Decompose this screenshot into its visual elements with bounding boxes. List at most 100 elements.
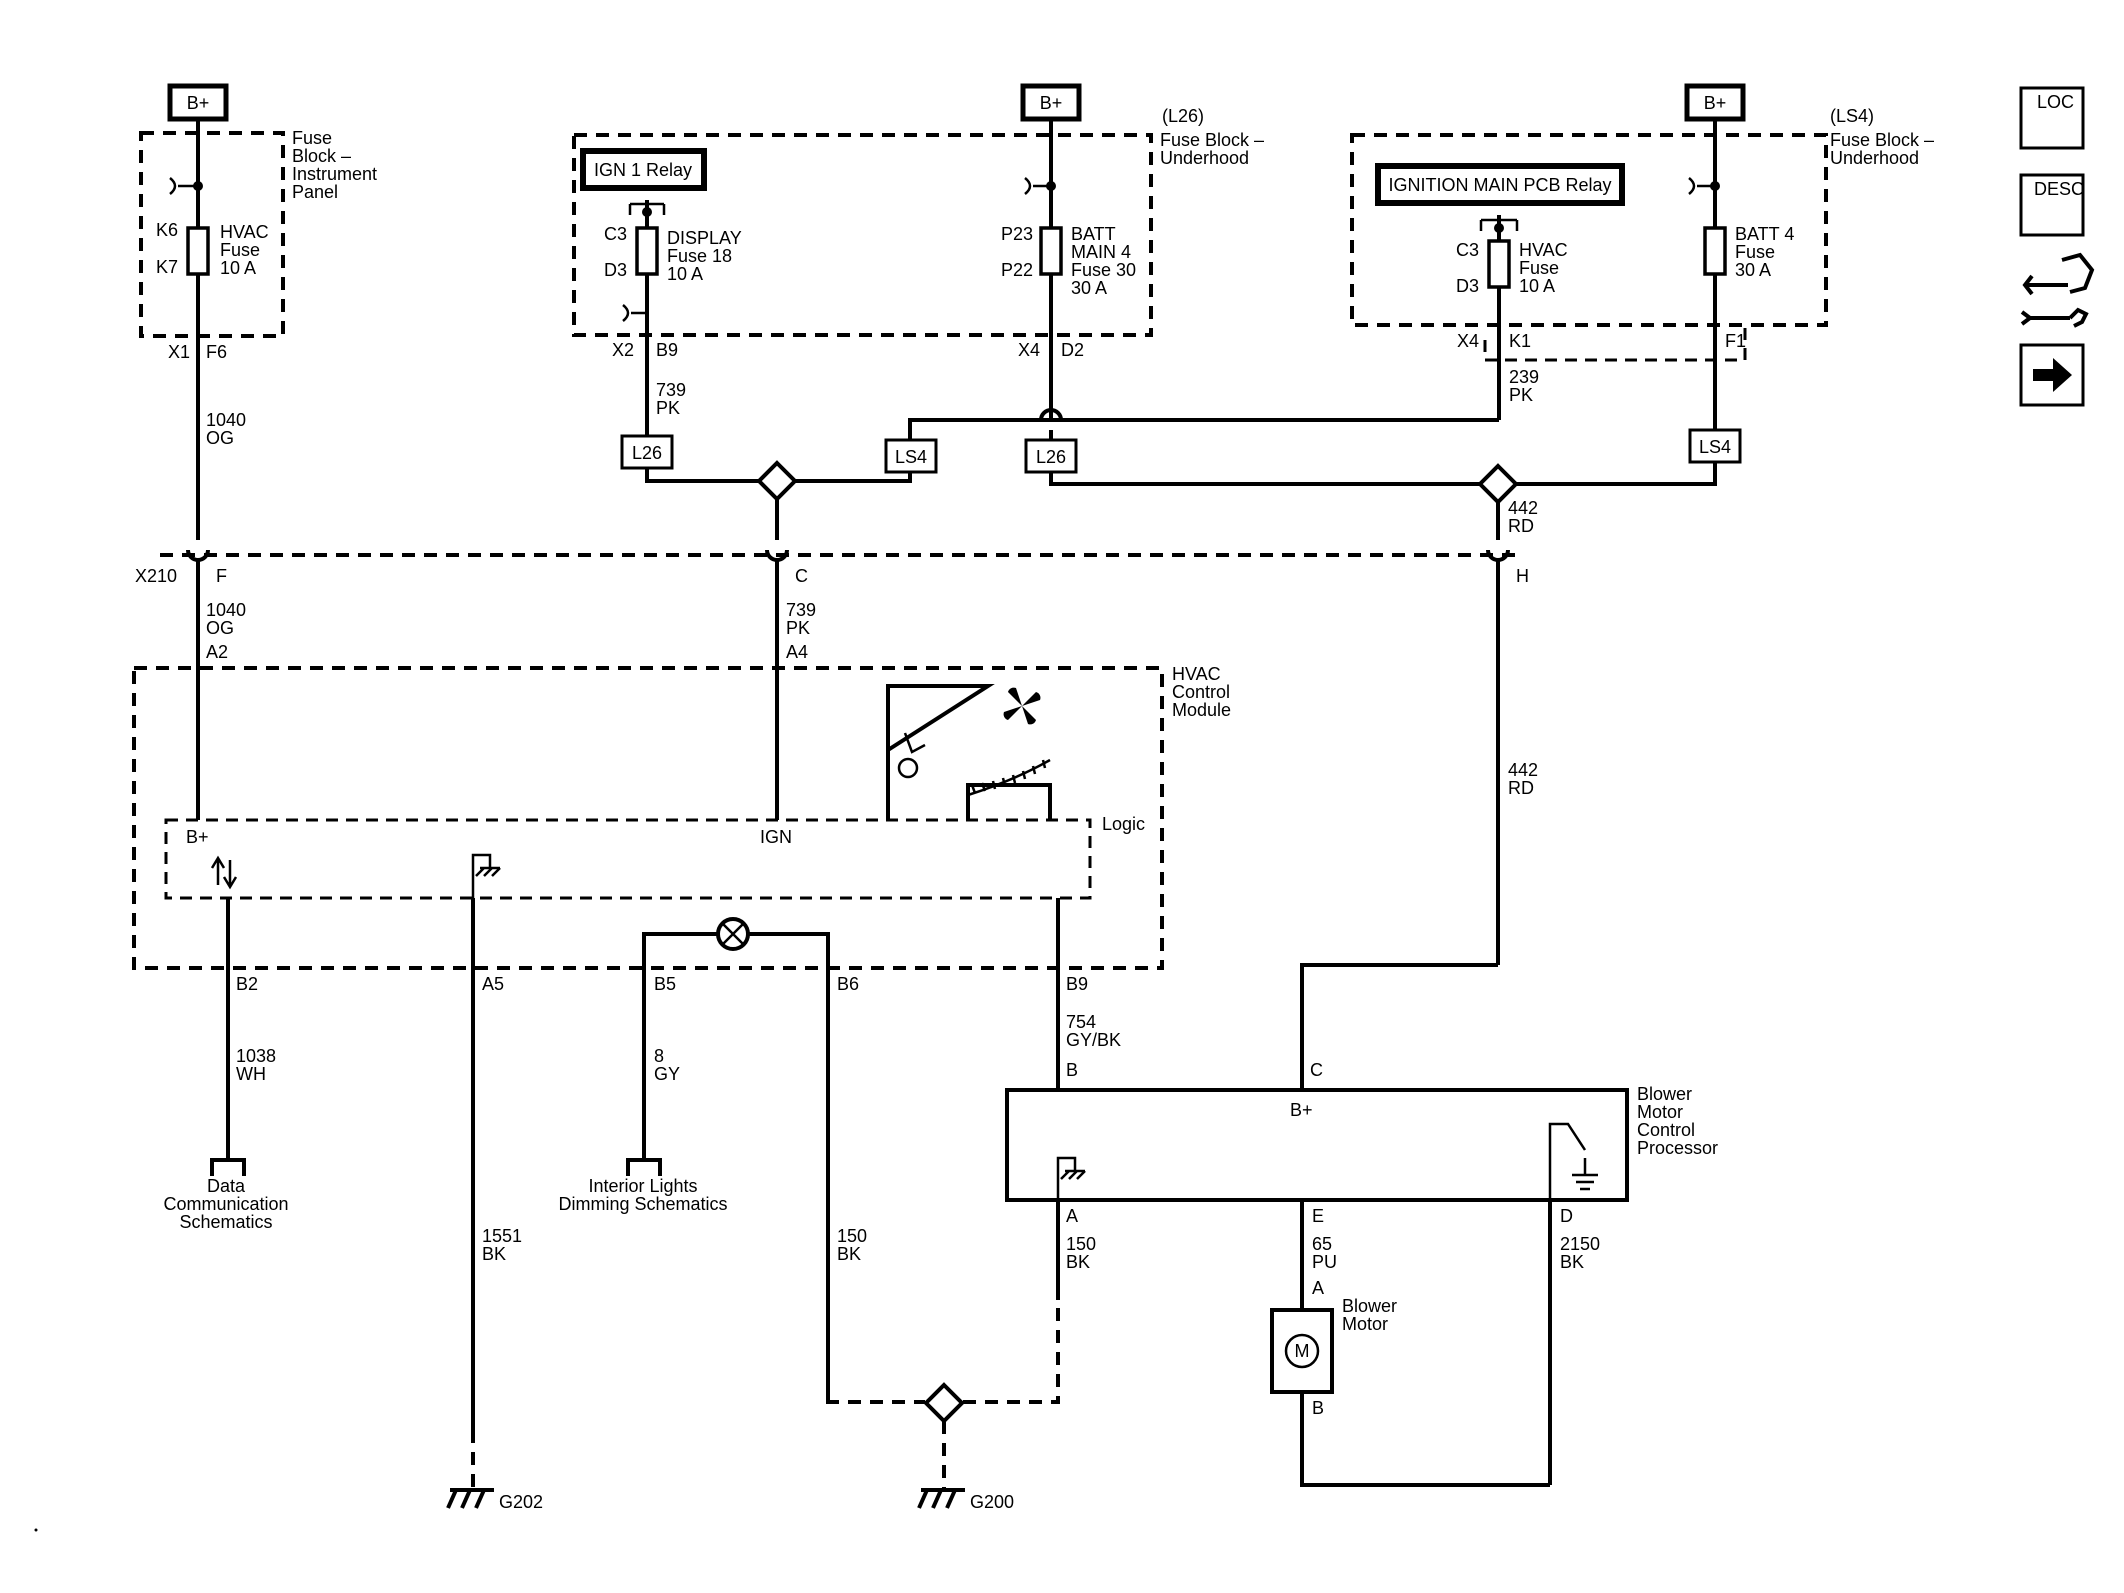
svg-text:PK: PK: [1509, 385, 1533, 405]
svg-text:Fuse Block –: Fuse Block –: [1830, 130, 1934, 150]
svg-text:10 A: 10 A: [667, 264, 703, 284]
svg-text:D2: D2: [1061, 340, 1084, 360]
svg-text:1551: 1551: [482, 1226, 522, 1246]
svg-text:LS4: LS4: [1699, 437, 1731, 457]
svg-text:M: M: [1295, 1341, 1310, 1361]
desc-icon[interactable]: DESC: [2019, 173, 2085, 237]
option-l26-left: L26: [620, 434, 674, 470]
svg-text:10 A: 10 A: [1519, 276, 1555, 296]
svg-text:C3: C3: [1456, 240, 1479, 260]
bplus-source-ip: B+: [167, 83, 229, 122]
svg-text:G200: G200: [970, 1492, 1014, 1512]
svg-text:C: C: [1310, 1060, 1323, 1080]
svg-text:X1: X1: [168, 342, 190, 362]
svg-text:Fuse 30: Fuse 30: [1071, 260, 1136, 280]
svg-text:WH: WH: [236, 1064, 266, 1084]
svg-text:10 A: 10 A: [220, 258, 256, 278]
svg-text:D3: D3: [604, 260, 627, 280]
svg-text:F1: F1: [1725, 331, 1746, 351]
svg-text:X2: X2: [612, 340, 634, 360]
bplus-source-l26: B+: [1020, 83, 1082, 122]
svg-text:150: 150: [837, 1226, 867, 1246]
svg-text:739: 739: [656, 380, 686, 400]
svg-text:Processor: Processor: [1637, 1138, 1718, 1158]
svg-text:1038: 1038: [236, 1046, 276, 1066]
svg-text:P23: P23: [1001, 224, 1033, 244]
svg-text:H: H: [1516, 566, 1529, 586]
svg-text:X4: X4: [1457, 331, 1479, 351]
fuse-block-underhood-l26: B+ (L26) Fuse Block – Underhood IGN 1 Re…: [572, 83, 1264, 460]
loc-icon[interactable]: LOC: [2019, 86, 2085, 150]
svg-text:Motor: Motor: [1637, 1102, 1683, 1122]
svg-text:Logic: Logic: [1102, 814, 1145, 834]
svg-text:D3: D3: [1456, 276, 1479, 296]
svg-text:B+: B+: [1290, 1100, 1313, 1120]
svg-text:HVAC: HVAC: [220, 222, 269, 242]
svg-text:BATT: BATT: [1071, 224, 1116, 244]
svg-text:K7: K7: [156, 257, 178, 277]
hvac-control-module: HVAC Control Module Logic B+ IGN: [132, 664, 1231, 1430]
svg-text:754: 754: [1066, 1012, 1096, 1032]
blower-motor: A M Blower Motor B: [1270, 1278, 1550, 1487]
svg-text:Schematics: Schematics: [179, 1212, 272, 1232]
svg-text:L26: L26: [1036, 447, 1066, 467]
svg-text:A5: A5: [482, 974, 504, 994]
svg-text:BK: BK: [837, 1244, 861, 1264]
svg-text:65: 65: [1312, 1234, 1332, 1254]
svg-text:G202: G202: [499, 1492, 543, 1512]
next-arrow-icon[interactable]: [2019, 343, 2085, 407]
svg-text:HVAC: HVAC: [1519, 240, 1568, 260]
navigation-panel: LOC DESC: [2019, 86, 2095, 407]
svg-text:Underhood: Underhood: [1830, 148, 1919, 168]
lamp-icon: [716, 917, 750, 951]
svg-text:Interior Lights: Interior Lights: [588, 1176, 697, 1196]
fan-icon: [1003, 687, 1041, 725]
svg-text:(L26): (L26): [1162, 106, 1204, 126]
svg-text:739: 739: [786, 600, 816, 620]
svg-text:Fuse: Fuse: [1519, 258, 1559, 278]
svg-text:Instrument: Instrument: [292, 164, 377, 184]
svg-text:D: D: [1560, 1206, 1573, 1226]
processor-switch-ground-icon: [1548, 1122, 1598, 1200]
svg-text:Fuse 18: Fuse 18: [667, 246, 732, 266]
svg-text:IGN: IGN: [760, 827, 792, 847]
svg-text:RD: RD: [1508, 516, 1534, 536]
svg-text:Blower: Blower: [1342, 1296, 1397, 1316]
svg-text:GY/BK: GY/BK: [1066, 1030, 1121, 1050]
splice-150: [923, 1382, 965, 1424]
svg-text:442: 442: [1508, 760, 1538, 780]
svg-text:RD: RD: [1508, 778, 1534, 798]
svg-text:Block –: Block –: [292, 146, 351, 166]
knob-icon: [897, 757, 919, 779]
svg-text:Motor: Motor: [1342, 1314, 1388, 1334]
svg-text:PU: PU: [1312, 1252, 1337, 1272]
svg-text:PK: PK: [786, 618, 810, 638]
option-l26-right: L26: [1024, 438, 1078, 474]
ground-g202-icon: [446, 1488, 494, 1509]
svg-text:P22: P22: [1001, 260, 1033, 280]
svg-text:A: A: [1312, 1278, 1324, 1298]
svg-text:Module: Module: [1172, 700, 1231, 720]
svg-text:B: B: [1312, 1398, 1324, 1418]
svg-text:K6: K6: [156, 220, 178, 240]
svg-text:BK: BK: [482, 1244, 506, 1264]
svg-text:B+: B+: [1040, 93, 1063, 113]
blower-motor-control-processor: 754 GY/BK B C B+ Blower Motor Control Pr…: [1005, 963, 1718, 1485]
splice-442: [1477, 463, 1519, 505]
svg-text:L26: L26: [632, 443, 662, 463]
svg-text:30 A: 30 A: [1071, 278, 1107, 298]
svg-text:MAIN 4: MAIN 4: [1071, 242, 1131, 262]
svg-text:Fuse: Fuse: [220, 240, 260, 260]
svg-text:B2: B2: [236, 974, 258, 994]
svg-text:X210: X210: [135, 566, 177, 586]
svg-text:Dimming Schematics: Dimming Schematics: [558, 1194, 727, 1214]
svg-text:F: F: [216, 566, 227, 586]
svg-text:GY: GY: [654, 1064, 680, 1084]
svg-text:150: 150: [1066, 1234, 1096, 1254]
svg-text:K1: K1: [1509, 331, 1531, 351]
fuse-block-instrument-panel: B+ Fuse Block – Instrument Panel K6 K7 H…: [139, 83, 377, 540]
svg-text:BK: BK: [1560, 1252, 1584, 1272]
component-wrench-icon[interactable]: [2020, 252, 2095, 328]
option-routing: L26 LS4 L26 LS4 442 RD: [620, 418, 1742, 540]
motor-icon: M: [1284, 1333, 1320, 1369]
